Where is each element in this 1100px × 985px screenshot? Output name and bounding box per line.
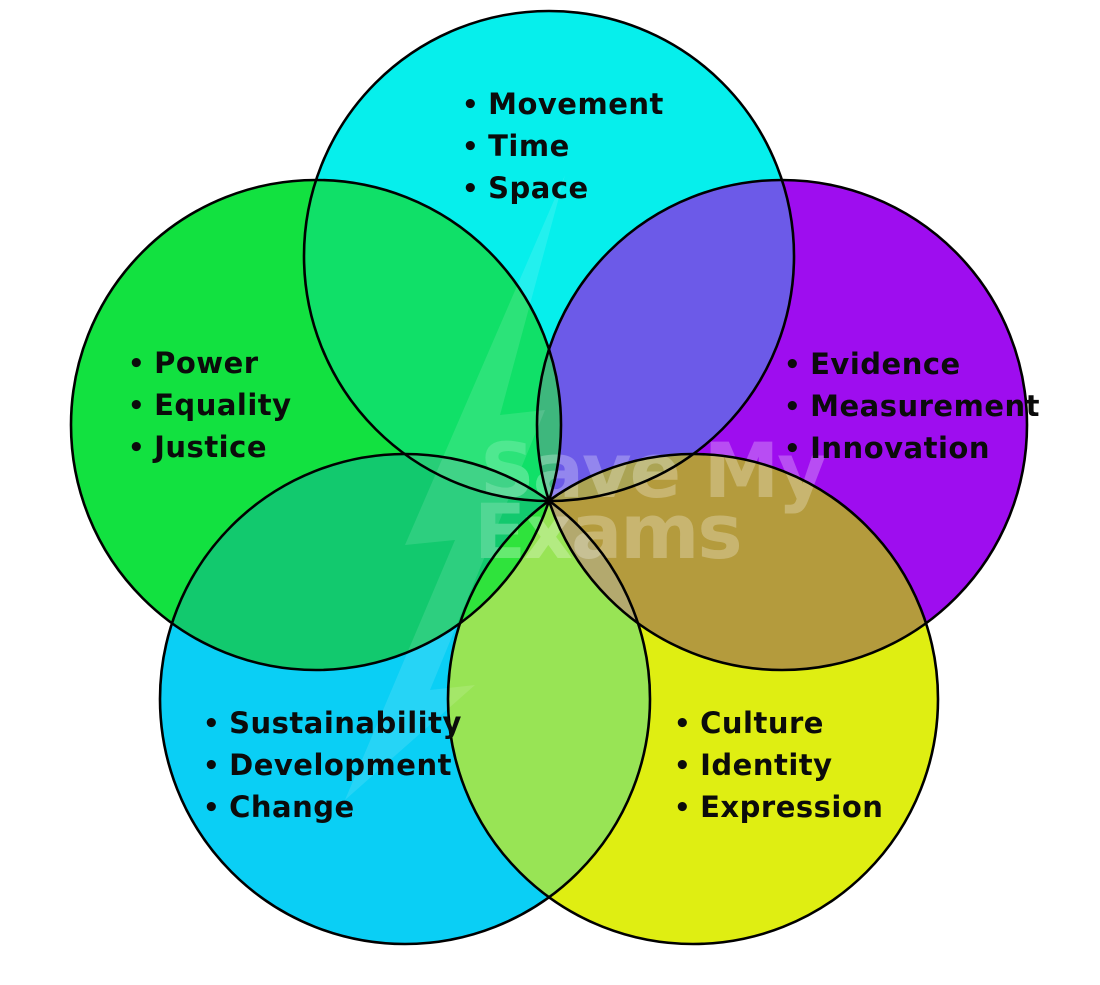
bullet-icon: • (462, 90, 480, 120)
list-left-circle: • Power • Equality • Justice (128, 347, 292, 466)
outline-right (535, 178, 1029, 672)
list-right-circle: • Evidence • Measurement • Innovation (784, 348, 1040, 467)
outline-left (69, 178, 563, 672)
list-item: • Identity (674, 749, 883, 784)
list-item: • Innovation (784, 432, 1040, 467)
bullet-icon: • (674, 751, 692, 781)
list-item: • Evidence (784, 348, 1040, 383)
bullet-icon: • (674, 709, 692, 739)
list-item-label: Innovation (810, 431, 990, 465)
list-item-label: Sustainability (229, 706, 462, 740)
list-item-label: Justice (154, 430, 267, 464)
list-item-label: Movement (488, 87, 664, 121)
overlap-bottomright-bottomleft (448, 454, 650, 944)
list-item: • Movement (462, 88, 664, 123)
list-item: • Power (128, 347, 292, 382)
list-bottom-right-circle: • Culture • Identity • Expression (674, 707, 883, 826)
bullet-icon: • (203, 709, 221, 739)
bullet-icon: • (462, 132, 480, 162)
list-item-label: Equality (154, 388, 292, 422)
bullet-icon: • (128, 433, 146, 463)
list-item: • Expression (674, 791, 883, 826)
list-item: • Space (462, 172, 664, 207)
bullet-icon: • (674, 793, 692, 823)
list-item-label: Power (154, 346, 259, 380)
list-item-label: Evidence (810, 347, 961, 381)
list-item: • Time (462, 130, 664, 165)
list-item: • Sustainability (203, 707, 462, 742)
list-item: • Culture (674, 707, 883, 742)
bullet-icon: • (784, 350, 802, 380)
list-item: • Measurement (784, 390, 1040, 425)
list-item-label: Time (488, 129, 570, 163)
bullet-icon: • (784, 434, 802, 464)
watermark-bolt-icon (345, 175, 565, 800)
bullet-icon: • (128, 391, 146, 421)
circle-outlines (69, 9, 1029, 946)
bullet-icon: • (784, 392, 802, 422)
bullet-icon: • (203, 793, 221, 823)
outline-bottom-right (446, 452, 940, 946)
list-item: • Equality (128, 389, 292, 424)
bullet-icon: • (128, 349, 146, 379)
bullet-icon: • (462, 174, 480, 204)
list-item: • Justice (128, 431, 292, 466)
list-item: • Development (203, 749, 462, 784)
list-item-label: Measurement (810, 389, 1040, 423)
list-item-label: Identity (700, 748, 833, 782)
list-item-label: Space (488, 171, 589, 205)
outline-bottom-left (158, 452, 652, 946)
list-bottom-left-circle: • Sustainability • Development • Change (203, 707, 462, 826)
list-item: • Change (203, 791, 462, 826)
list-item-label: Development (229, 748, 452, 782)
bullet-icon: • (203, 751, 221, 781)
list-top-circle: • Movement • Time • Space (462, 88, 664, 207)
list-item-label: Expression (700, 790, 884, 824)
list-item-label: Culture (700, 706, 824, 740)
list-item-label: Change (229, 790, 355, 824)
